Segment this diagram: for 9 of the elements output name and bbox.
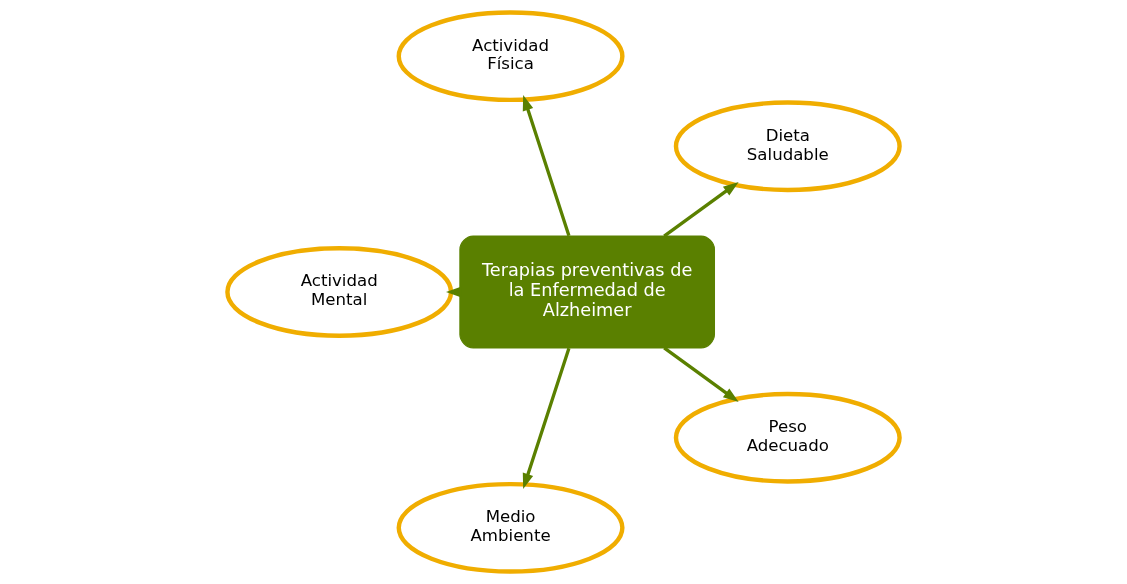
node-ellipse: Actividad Mental <box>225 246 454 338</box>
arrow <box>663 181 739 238</box>
arrow <box>522 347 571 489</box>
arrow <box>663 346 739 403</box>
node-ellipse: Medio Ambiente <box>396 481 625 574</box>
arrow <box>522 95 571 237</box>
node-ellipse: Dieta Saludable <box>673 100 902 193</box>
node-ellipse: Peso Adecuado <box>673 391 902 484</box>
node-ellipse: Actividad Física <box>396 10 625 103</box>
